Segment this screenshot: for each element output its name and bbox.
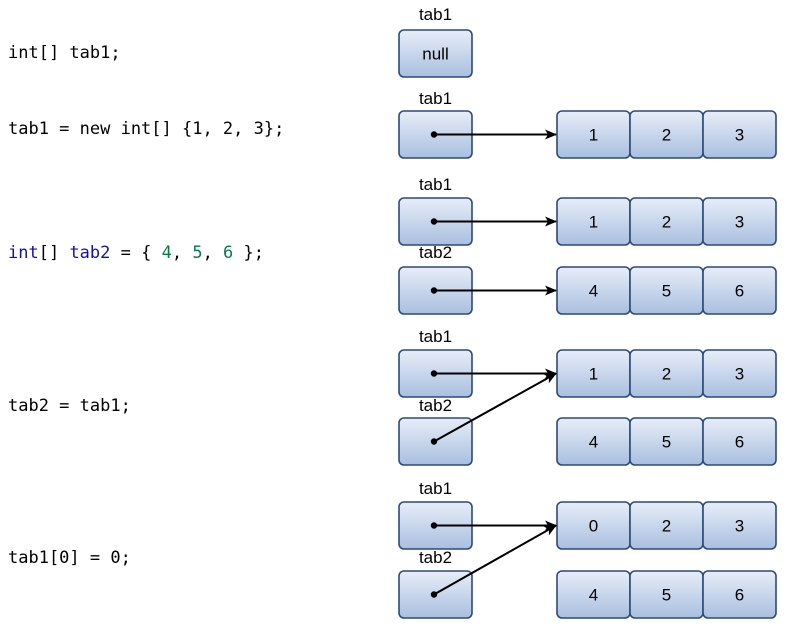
reference-arrow: [433, 524, 557, 596]
code-statement-4: tab2 = tab1;: [8, 396, 131, 416]
code-statement-5: tab1[0] = 0;: [8, 548, 131, 568]
array-cell-value: 5: [662, 282, 671, 301]
array-object: 4 5 6: [556, 266, 777, 315]
memory-step-2: tab1 1 2 3: [398, 89, 777, 159]
pointer-dot: [430, 522, 438, 529]
array-cell-value: 2: [662, 126, 671, 145]
memory-step-3: tab1 tab2 1 2 3 4 5 6: [398, 175, 777, 315]
array-cell-value: 2: [662, 365, 671, 384]
pointer-dot: [430, 438, 438, 445]
code-token: ,: [172, 243, 192, 263]
code-token: []: [39, 243, 70, 263]
array-cell-value: 5: [662, 433, 671, 452]
code-token: 6: [223, 243, 233, 263]
array-cell: [702, 501, 777, 550]
array-cell-value: 4: [589, 282, 598, 301]
array-cell-value: 1: [589, 213, 598, 232]
array-object: 0 2 3: [556, 501, 777, 550]
pointer-dot: [430, 591, 438, 598]
variable-label: tab1: [419, 5, 452, 24]
code-statement-1: int[] tab1;: [8, 43, 121, 63]
pointer-dot: [430, 131, 438, 138]
array-cell-value: 6: [735, 433, 744, 452]
array-cell: [702, 417, 777, 466]
code-token: };: [233, 243, 264, 263]
code-token: int: [8, 243, 39, 263]
array-object: 1 2 3: [556, 349, 777, 398]
code-token: int[] tab1;: [8, 43, 121, 63]
array-object: 4 5 6: [556, 570, 777, 619]
array-object: 1 2 3: [556, 110, 777, 159]
pointer-dot: [430, 287, 438, 294]
code-token: tab2: [69, 243, 110, 263]
array-cell-value: 3: [735, 365, 744, 384]
array-object: 1 2 3: [556, 197, 777, 246]
array-cell-value: 4: [589, 433, 598, 452]
variable-label: tab2: [419, 243, 452, 262]
code-token: 5: [192, 243, 202, 263]
variable-label: tab1: [419, 175, 452, 194]
reference-box: [398, 29, 473, 78]
array-cell-value: 3: [735, 213, 744, 232]
pointer-dot: [430, 370, 438, 377]
array-cell-value: 5: [662, 586, 671, 605]
variable-label: tab1: [419, 89, 452, 108]
code-token: = {: [110, 243, 161, 263]
memory-step-5: tab1 tab2 0 2 3 4 5 6: [398, 479, 777, 619]
array-cell: [702, 570, 777, 619]
array-cell: [702, 197, 777, 246]
variable-label: tab2: [419, 396, 452, 415]
array-cell-value: 3: [735, 126, 744, 145]
variable-label: tab2: [419, 548, 452, 567]
code-token: 4: [162, 243, 172, 263]
reference-arrow: [433, 372, 557, 443]
reference-value: null: [422, 45, 448, 64]
array-cell: [702, 110, 777, 159]
array-object: 4 5 6: [556, 417, 777, 466]
memory-step-1: tab1 null: [398, 5, 473, 78]
memory-step-4: tab1 tab2 1 2 3 4 5 6: [398, 327, 777, 466]
array-cell-value: 6: [735, 586, 744, 605]
array-cell: [702, 349, 777, 398]
code-statement-2: tab1 = new int[] {1, 2, 3};: [8, 119, 284, 139]
array-cell-value: 2: [662, 517, 671, 536]
array-cell-value: 4: [589, 586, 598, 605]
code-column: int[] tab1; tab1 = new int[] {1, 2, 3}; in…: [8, 43, 284, 568]
array-cell-value: 3: [735, 517, 744, 536]
array-cell-value: 0: [589, 517, 598, 536]
array-cell-value: 2: [662, 213, 671, 232]
code-token: tab2 = tab1;: [8, 396, 131, 416]
array-cell: [702, 266, 777, 315]
array-cell-value: 6: [735, 282, 744, 301]
code-token: tab1[0] = 0;: [8, 548, 131, 568]
array-cell-value: 1: [589, 365, 598, 384]
variable-label: tab1: [419, 327, 452, 346]
code-token: tab1 = new int[] {1, 2, 3};: [8, 119, 284, 139]
code-statement-3: int[] tab2 = { 4, 5, 6 };: [8, 243, 264, 263]
variable-label: tab1: [419, 479, 452, 498]
code-token: ,: [203, 243, 223, 263]
pointer-dot: [430, 218, 438, 225]
array-cell-value: 1: [589, 126, 598, 145]
memory-diagram: tab1 null tab1 1 2 3 tab1 tab2 1 2 3 4 5 6 tab1 tab2 1 2 3…: [398, 5, 777, 619]
